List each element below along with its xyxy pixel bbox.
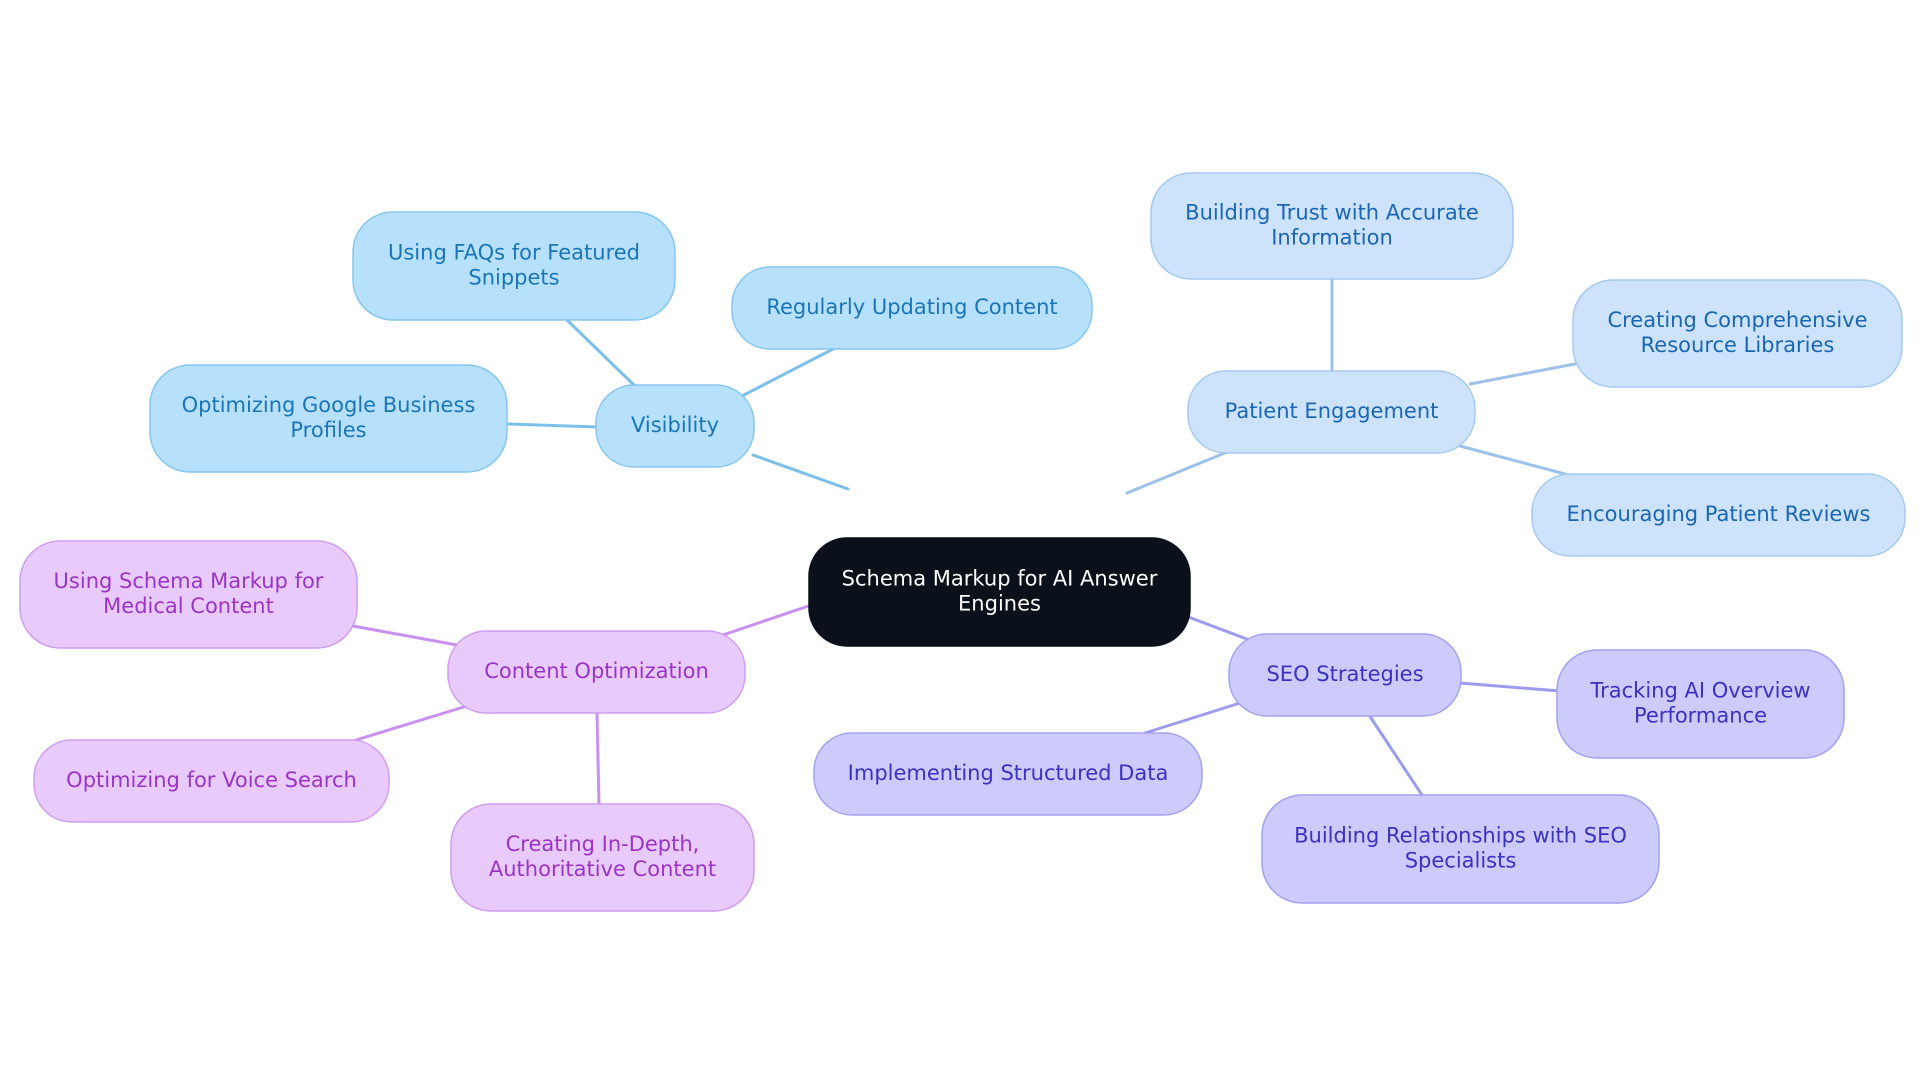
branch-node-patient-engagement: Patient Engagement	[1187, 370, 1476, 454]
tracking-ai-label-line-2: Performance	[1634, 704, 1767, 728]
branch-node-content-optimization: Content Optimization	[447, 630, 746, 714]
visibility-label-line-1: Visibility	[631, 413, 719, 437]
connector-patient-engagement-to-patient-reviews	[1458, 444, 1567, 476]
connector-seo-strategies-to-tracking-ai	[1458, 681, 1562, 693]
seo-strategies-label-line-1: SEO Strategies	[1266, 662, 1423, 686]
voice-search-label-line-1: Optimizing for Voice Search	[66, 768, 357, 792]
patient-engagement-box	[1187, 370, 1476, 454]
structured-data-box	[813, 732, 1203, 816]
connector-lines	[351, 276, 1582, 807]
branch-node-visibility: Visibility	[595, 384, 755, 468]
building-trust-label-line-2: Information	[1271, 226, 1393, 250]
center-box	[808, 537, 1191, 647]
resource-libraries-box	[1572, 279, 1903, 388]
using-faqs-label-line-2: Snippets	[468, 266, 559, 290]
center-label-line-2: Engines	[958, 592, 1041, 616]
patient-reviews-label-line-1: Encouraging Patient Reviews	[1567, 502, 1871, 526]
connector-visibility-to-optimizing-google	[505, 422, 600, 429]
patient-engagement-label-line-1: Patient Engagement	[1225, 399, 1439, 423]
resource-libraries-label-line-1: Creating Comprehensive	[1607, 308, 1867, 332]
regularly-updating-label-line-1: Regularly Updating Content	[766, 295, 1057, 319]
connector-visibility-to-using-faqs	[565, 318, 639, 390]
content-optimization-box	[447, 630, 746, 714]
in-depth-content-label-line-2: Authoritative Content	[489, 857, 716, 881]
schema-medical-label-line-1: Using Schema Markup for	[54, 569, 324, 593]
building-trust-box	[1150, 172, 1514, 280]
connector-visibility-to-regularly-updating	[738, 346, 837, 399]
center-label-line-1: Schema Markup for AI Answer	[842, 567, 1158, 591]
using-faqs-label-line-1: Using FAQs for Featured	[388, 241, 640, 265]
leaf-node-voice-search: Optimizing for Voice Search	[33, 739, 390, 823]
leaf-node-structured-data: Implementing Structured Data	[813, 732, 1203, 816]
voice-search-box	[33, 739, 390, 823]
building-trust-label-line-1: Building Trust with Accurate	[1185, 201, 1479, 225]
tracking-ai-label-line-1: Tracking AI Overview	[1589, 679, 1810, 703]
regularly-updating-box	[731, 266, 1093, 350]
using-faqs-box	[352, 211, 676, 321]
optimizing-google-label-line-1: Optimizing Google Business	[182, 393, 476, 417]
optimizing-google-label-line-2: Profiles	[290, 418, 366, 442]
connector-center-to-visibility	[751, 453, 850, 491]
leaf-node-seo-specialists: Building Relationships with SEOSpecialis…	[1261, 794, 1660, 904]
connector-patient-engagement-to-resource-libraries	[1468, 361, 1582, 386]
tracking-ai-box	[1556, 649, 1845, 759]
seo-specialists-label-line-1: Building Relationships with SEO	[1294, 824, 1627, 848]
connector-content-optimization-to-voice-search	[354, 704, 469, 742]
patient-reviews-box	[1531, 473, 1906, 557]
leaf-node-in-depth-content: Creating In-Depth,Authoritative Content	[450, 803, 755, 912]
structured-data-label-line-1: Implementing Structured Data	[848, 761, 1169, 785]
schema-medical-box	[19, 540, 358, 649]
seo-strategies-box	[1228, 633, 1462, 717]
content-optimization-label-line-1: Content Optimization	[484, 659, 709, 683]
schema-medical-label-line-2: Medical Content	[103, 594, 274, 618]
connector-content-optimization-to-in-depth-content	[595, 710, 601, 807]
leaf-node-patient-reviews: Encouraging Patient Reviews	[1531, 473, 1906, 557]
branch-node-seo-strategies: SEO Strategies	[1228, 633, 1462, 717]
visibility-box	[595, 384, 755, 468]
seo-specialists-label-line-2: Specialists	[1405, 849, 1517, 873]
resource-libraries-label-line-2: Resource Libraries	[1641, 333, 1835, 357]
connector-seo-strategies-to-seo-specialists	[1367, 713, 1424, 797]
leaf-node-regularly-updating: Regularly Updating Content	[731, 266, 1093, 350]
connector-center-to-patient-engagement	[1125, 448, 1234, 495]
in-depth-content-box	[450, 803, 755, 912]
connector-content-optimization-to-schema-medical	[351, 624, 459, 647]
seo-specialists-box	[1261, 794, 1660, 904]
in-depth-content-label-line-1: Creating In-Depth,	[506, 832, 700, 856]
optimizing-google-box	[149, 364, 508, 473]
connector-seo-strategies-to-structured-data	[1143, 701, 1242, 735]
